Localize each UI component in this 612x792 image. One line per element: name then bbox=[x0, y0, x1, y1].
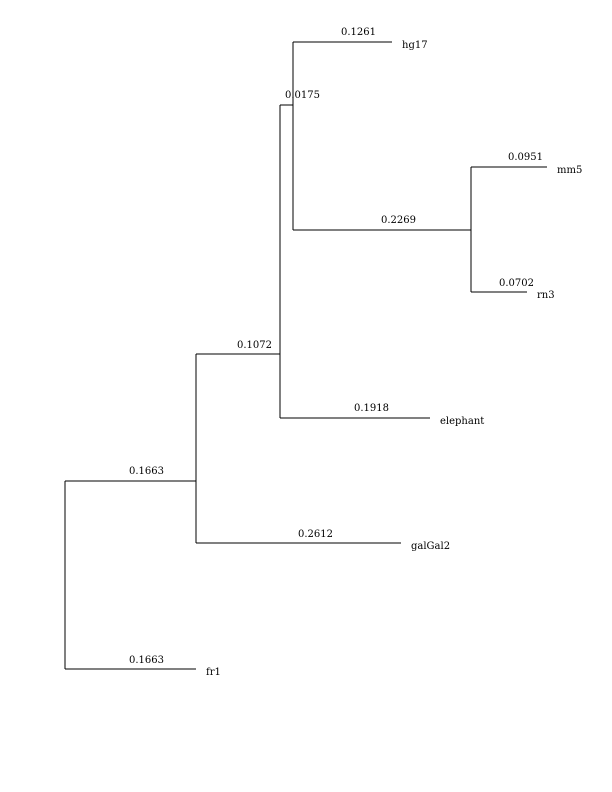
leaf-label-mm5: mm5 bbox=[557, 165, 582, 176]
branch-length-rn3: 0.0702 bbox=[499, 278, 534, 289]
branch-length-root-amniota: 0.1663 bbox=[129, 466, 164, 477]
leaf-label-rn3: rn3 bbox=[537, 290, 555, 301]
branch-length-amniota-mammalia: 0.1072 bbox=[237, 340, 272, 351]
leaf-label-elephant: elephant bbox=[440, 416, 484, 427]
leaf-label-fr1: fr1 bbox=[206, 667, 221, 678]
branch-length-mm5: 0.0951 bbox=[508, 152, 543, 163]
leaf-label-galGal2: galGal2 bbox=[411, 541, 450, 552]
branch-length-primates-rodents-rodents: 0.2269 bbox=[381, 215, 416, 226]
leaf-label-hg17: hg17 bbox=[402, 40, 428, 51]
branch-length-amniota-galGal2: 0.2612 bbox=[298, 529, 333, 540]
branch-length-mammalia-primates-rodents: 0.0175 bbox=[285, 90, 320, 101]
branch-length-mammalia-elephant: 0.1918 bbox=[354, 403, 389, 414]
branch-length-root-fr1: 0.1663 bbox=[129, 655, 164, 666]
branch-length-hg17: 0.1261 bbox=[341, 27, 376, 38]
